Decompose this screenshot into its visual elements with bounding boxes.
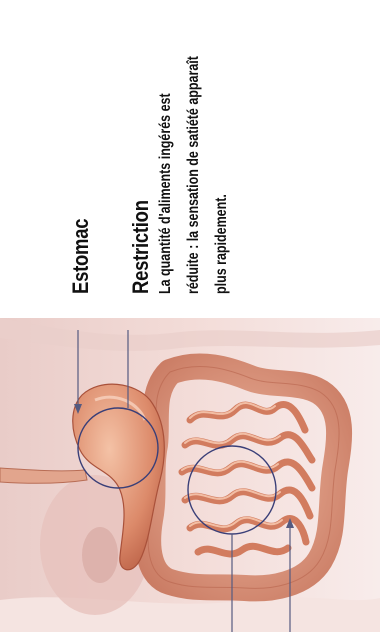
description-line: plus rapidement. [208,29,236,294]
description-line: La quantité d'aliments ingérés est [152,29,180,294]
esophagus [0,468,87,483]
restriction-label: Restriction [130,200,152,294]
description-line: réduite : la sensation de satiété appara… [180,29,208,294]
stomach-label: Estomac [70,219,92,294]
annotation-text-panel: Estomac Restriction La quantité d'alimen… [0,0,380,300]
restriction-description: La quantité d'aliments ingérés est rédui… [152,29,236,294]
